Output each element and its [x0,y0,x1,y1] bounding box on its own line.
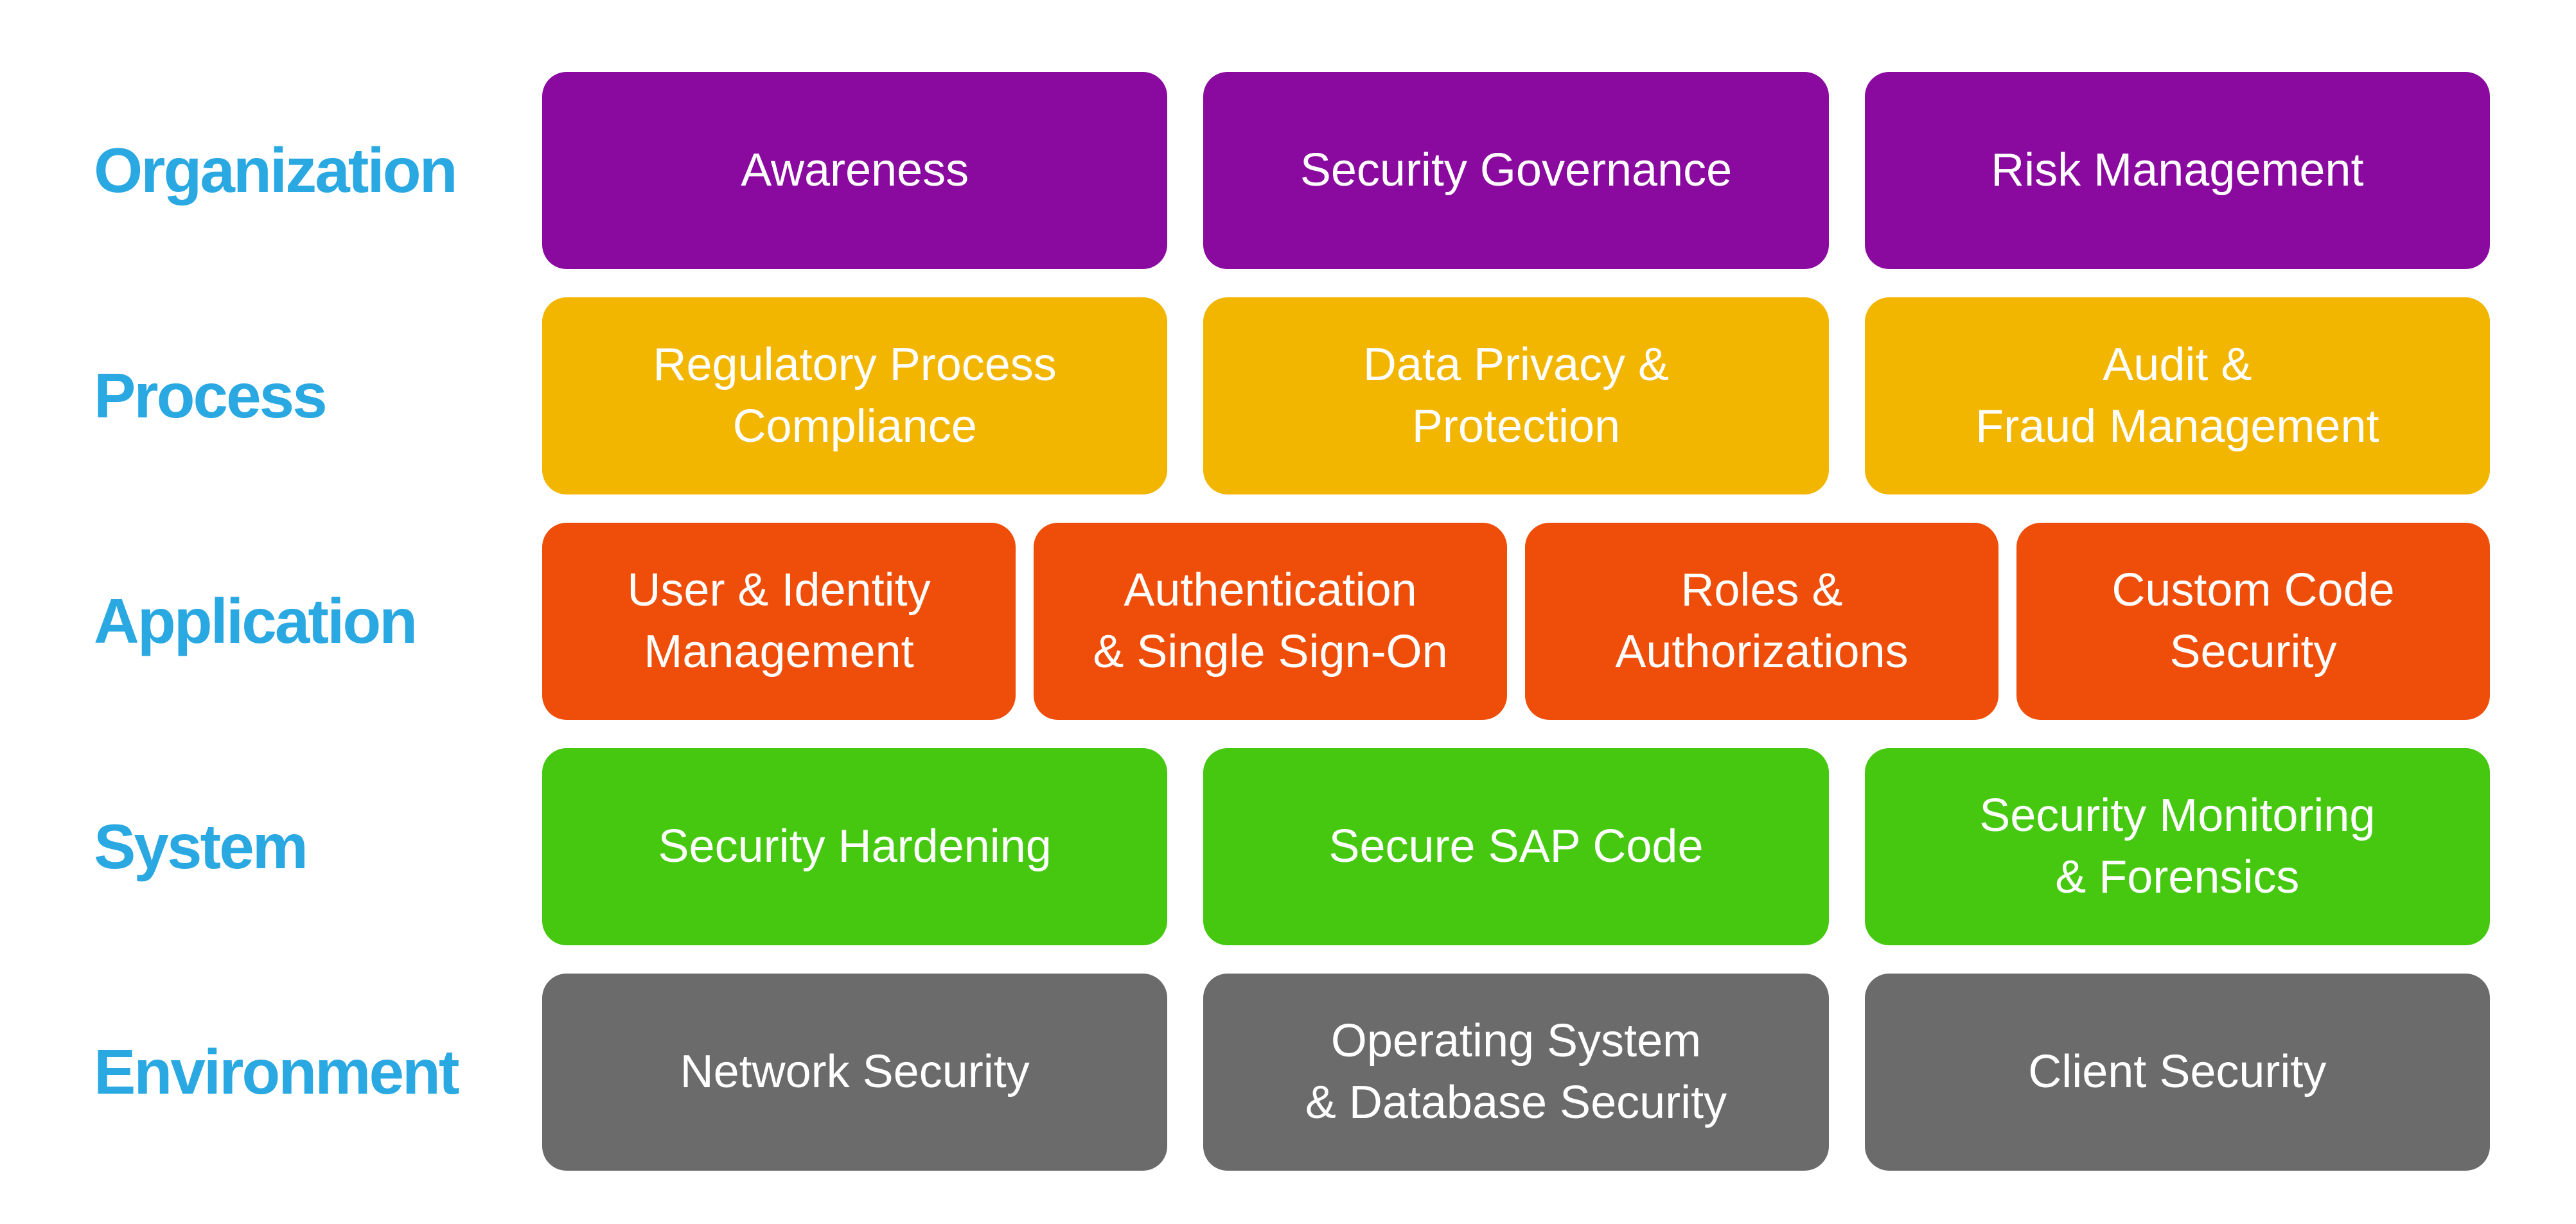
box-authentication-sso: Authentication & Single Sign-On [1034,523,1507,720]
box-security-governance: Security Governance [1203,72,1829,269]
boxes-environment: Network Security Operating System & Data… [542,974,2490,1171]
layer-row-process: Process Regulatory Process Compliance Da… [0,297,2576,494]
layer-label-environment: Environment [94,1036,460,1107]
layer-label-application: Application [94,586,418,656]
box-audit-fraud-management: Audit & Fraud Management [1864,297,2490,494]
box-regulatory-process-compliance: Regulatory Process Compliance [542,297,1168,494]
box-data-privacy-protection: Data Privacy & Protection [1203,297,1829,494]
box-os-database-security: Operating System & Database Security [1203,974,1829,1171]
boxes-application: User & Identity Management Authenticatio… [542,523,2490,720]
label-cell-application: Application [0,523,542,720]
box-secure-sap-code: Secure SAP Code [1203,748,1829,945]
box-security-monitoring-forensics: Security Monitoring & Forensics [1864,748,2490,945]
box-client-security: Client Security [1864,974,2490,1171]
box-network-security: Network Security [542,974,1168,1171]
label-cell-process: Process [0,297,542,494]
layer-row-system: System Security Hardening Secure SAP Cod… [0,748,2576,945]
box-awareness: Awareness [542,72,1168,269]
layer-row-organization: Organization Awareness Security Governan… [0,72,2576,269]
layer-row-environment: Environment Network Security Operating S… [0,974,2576,1171]
layer-label-organization: Organization [94,135,458,205]
layer-label-system: System [94,811,308,882]
box-custom-code-security: Custom Code Security [2016,523,2490,720]
box-roles-authorizations: Roles & Authorizations [1525,523,1998,720]
label-cell-organization: Organization [0,72,542,269]
boxes-organization: Awareness Security Governance Risk Manag… [542,72,2490,269]
boxes-system: Security Hardening Secure SAP Code Secur… [542,748,2490,945]
boxes-process: Regulatory Process Compliance Data Priva… [542,297,2490,494]
label-cell-environment: Environment [0,974,542,1171]
label-cell-system: System [0,748,542,945]
layer-label-process: Process [94,360,328,431]
box-user-identity-management: User & Identity Management [542,523,1016,720]
layer-rows: Organization Awareness Security Governan… [0,72,2576,1171]
layer-row-application: Application User & Identity Management A… [0,523,2576,720]
box-risk-management: Risk Management [1864,72,2490,269]
box-security-hardening: Security Hardening [542,748,1168,945]
